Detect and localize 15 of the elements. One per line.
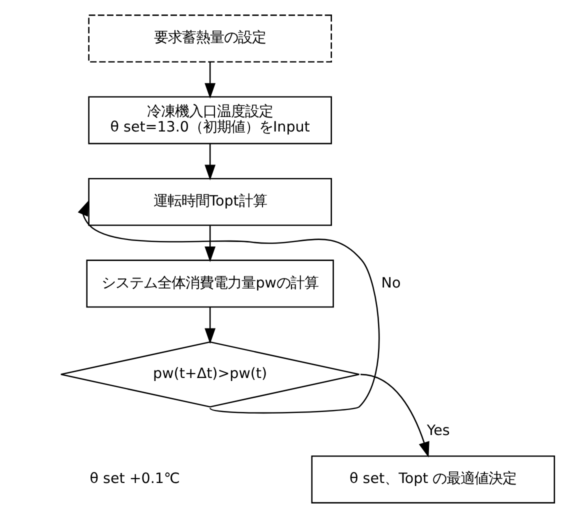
arrow — [204, 306, 216, 344]
node-box: 冷凍機入口温度設定 θ set=13.0（初期値）をInput — [88, 96, 332, 144]
label: θ set +0.1℃ — [90, 470, 180, 487]
arrow — [360, 373, 430, 458]
node-diamond: pw(t+Δt)>pw(t) — [60, 340, 360, 407]
arrow — [204, 62, 216, 98]
node-box: 運転時間Topt計算 — [88, 177, 332, 226]
arrow — [204, 144, 216, 180]
arrow — [204, 225, 216, 262]
node-box: θ set、Topt の最適値決定 — [311, 454, 556, 503]
node-box: 要求蓄熱量の設定 — [88, 14, 332, 62]
arrow — [78, 200, 380, 414]
edge-label: No — [381, 274, 401, 291]
node-box: システム全体消費電力量pwの計算 — [86, 259, 334, 308]
edge-label: Yes — [426, 422, 450, 439]
